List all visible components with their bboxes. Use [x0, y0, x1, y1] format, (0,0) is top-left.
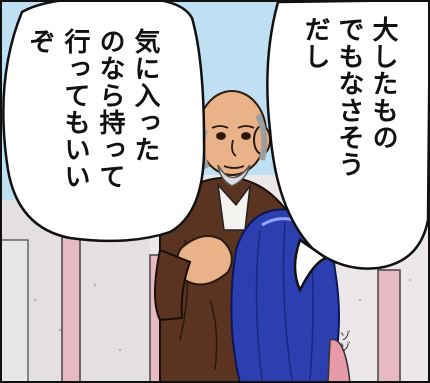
speech-line: のなら持って	[95, 28, 125, 190]
speech-text-left: 気に入った のなら持って 行ってもいい ぞ	[22, 28, 162, 190]
speech-line: 行ってもいい	[60, 28, 90, 190]
speech-line: だし	[300, 16, 330, 70]
old-man-shirt	[216, 182, 252, 231]
old-man-beard	[217, 164, 251, 187]
speech-bubble-left	[2, 0, 206, 243]
speech-line: 気に入った	[130, 28, 160, 163]
speech-line: ぞ	[25, 28, 55, 55]
old-man-face	[211, 125, 255, 169]
speech-text-right: 大したもの でもなさそう だし	[298, 16, 400, 178]
column-far-left	[0, 239, 29, 383]
speech-line: でもなさそう	[334, 16, 364, 178]
sound-effect: ゾゾ	[338, 330, 351, 352]
pillar-right	[377, 269, 401, 383]
speech-bubble-right	[266, 0, 430, 270]
pillar-left	[61, 234, 81, 383]
speech-line: 大したもの	[368, 16, 398, 151]
old-man-sleeve	[154, 248, 192, 322]
girl-clothes	[327, 338, 351, 383]
old-man-hair-back	[255, 113, 268, 161]
speech-bubble-right-tail	[293, 238, 329, 293]
